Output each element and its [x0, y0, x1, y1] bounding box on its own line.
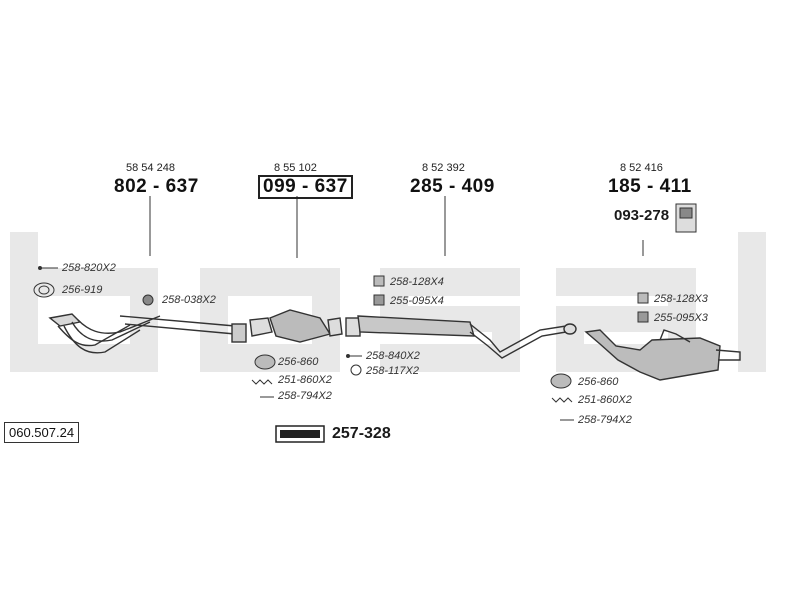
part-label[interactable]: 258-820X2 — [62, 262, 116, 274]
part-label[interactable]: 251-860X2 — [578, 394, 632, 406]
section-4-number[interactable]: 185 - 411 — [608, 176, 692, 197]
section-2-number[interactable]: 099 - 637 — [258, 175, 353, 199]
rear-silencer-drawing — [584, 329, 741, 381]
part-label[interactable]: 258-128X4 — [390, 276, 444, 288]
section-4-oe: 8 52 416 — [620, 162, 663, 174]
section-2-oe: 8 55 102 — [274, 162, 317, 174]
catalytic-converter-drawing — [249, 309, 343, 343]
part-label[interactable]: 258-128X3 — [654, 293, 708, 305]
part-label[interactable]: 256-860 — [278, 356, 319, 368]
part-label[interactable]: 255-095X4 — [390, 295, 444, 307]
part-label[interactable]: 255-095X3 — [654, 312, 708, 324]
middle-silencer-drawing — [345, 315, 577, 359]
part-label[interactable]: 258-794X2 — [578, 414, 632, 426]
part-label[interactable]: 258-117X2 — [366, 365, 420, 377]
part-label[interactable]: 251-860X2 — [278, 374, 332, 386]
front-pipe-drawing — [48, 313, 247, 354]
part-label[interactable]: 256-919 — [62, 284, 103, 296]
section-1-number[interactable]: 802 - 637 — [114, 176, 199, 197]
kit-box-icon — [275, 425, 325, 443]
diagram-reference: 060.507.24 — [4, 422, 80, 443]
kit-number[interactable]: 257-328 — [332, 425, 391, 442]
part-label[interactable]: 258-794X2 — [278, 390, 332, 402]
hanger-number[interactable]: 093-278 — [614, 207, 670, 224]
section-3-number[interactable]: 285 - 409 — [410, 176, 495, 197]
part-label[interactable]: 258-038X2 — [162, 294, 216, 306]
part-icons — [33, 203, 697, 421]
section-3-oe: 8 52 392 — [422, 162, 465, 174]
part-label[interactable]: 256-860 — [578, 376, 619, 388]
section-1-oe: 58 54 248 — [126, 162, 175, 174]
part-label[interactable]: 258-840X2 — [366, 350, 420, 362]
leader-lines — [149, 196, 644, 258]
